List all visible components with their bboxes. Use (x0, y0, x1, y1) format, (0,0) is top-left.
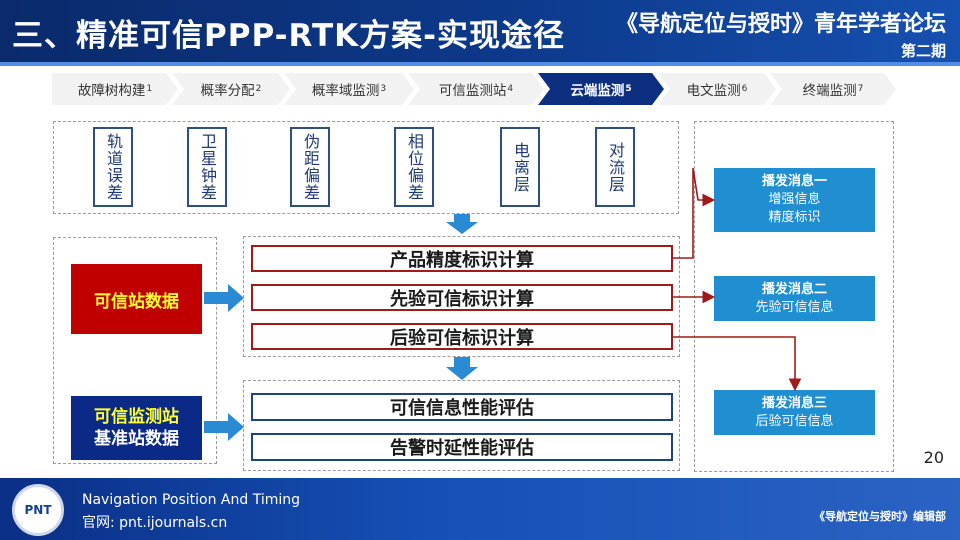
monitor-station-line2: 基准站数据 (94, 429, 179, 449)
forum-title: 《导航定位与授时》青年学者论坛 (615, 12, 946, 37)
header-bar: 三、精准可信PPP-RTK方案-实现途径 《导航定位与授时》青年学者论坛 第二期 (0, 0, 960, 66)
footer-website[interactable]: 官网: pnt.ijournals.cn (82, 515, 228, 531)
calc-prior-trust: 先验可信标识计算 (251, 284, 673, 311)
tab-index: 4 (507, 84, 514, 94)
tab-index: 7 (857, 84, 864, 94)
monitor-station-line1: 可信监测站 (94, 407, 179, 427)
message-line: 精度标识 (768, 210, 821, 225)
calc-posterior-trust: 后验可信标识计算 (251, 323, 673, 350)
broadcast-message-2: 播发消息二 先验可信信息 (714, 276, 875, 321)
message-line: 后验可信信息 (755, 413, 834, 429)
tab-label: 终端监测 (802, 83, 857, 99)
error-pseudorange-bias: 伪距偏差 (290, 127, 330, 207)
footer-editorial: 《导航定位与授时》编辑部 (814, 510, 946, 523)
tab-label: 可信监测站 (438, 83, 507, 99)
data-sources-frame (53, 237, 217, 464)
error-ionosphere: 电离层 (500, 127, 540, 207)
monitor-station-data: 可信监测站 基准站数据 (71, 396, 202, 460)
page-number: 20 (923, 448, 944, 467)
pnt-logo: PNT (12, 484, 64, 536)
error-orbit: 轨道误差 (93, 127, 133, 207)
message-line: 先验可信信息 (755, 299, 834, 315)
page-title: 三、精准可信PPP-RTK方案-实现途径 (12, 18, 565, 54)
period-label: 第二期 (900, 42, 946, 60)
tab-index: 3 (380, 84, 387, 94)
error-phase-bias: 相位偏差 (394, 127, 434, 207)
tab-index: 1 (146, 84, 153, 94)
header-stripe (0, 62, 960, 66)
arrow-down-icon (446, 214, 478, 234)
footer-bar: PNT Navigation Position And Timing 官网: p… (0, 478, 960, 540)
tab-label: 云端监测 (570, 83, 625, 99)
calc-product-accuracy: 产品精度标识计算 (251, 245, 673, 272)
arrow-down-icon (446, 357, 478, 380)
eval-alarm-latency: 告警时延性能评估 (251, 433, 673, 461)
error-satellite-clock: 卫星钟差 (187, 127, 227, 207)
tab-index: 5 (625, 84, 632, 94)
tab-label: 电文监测 (686, 83, 741, 99)
broadcast-message-1: 播发消息一 增强信息 精度标识 (714, 168, 875, 232)
message-line: 增强信息 (768, 192, 821, 207)
eval-trust-info: 可信信息性能评估 (251, 393, 673, 421)
tab-label: 故障树构建 (77, 83, 146, 99)
message-title: 播发消息二 (761, 281, 827, 297)
tab-index: 6 (741, 84, 748, 94)
tab-label: 概率分配 (200, 83, 255, 99)
tab-label: 概率域监测 (311, 83, 380, 99)
footer-journal-name: Navigation Position And Timing (82, 492, 301, 508)
message-title: 播发消息一 (761, 174, 827, 189)
error-troposphere: 对流层 (595, 127, 635, 207)
message-title: 播发消息三 (761, 395, 827, 411)
tab-index: 2 (255, 84, 262, 94)
broadcast-message-3: 播发消息三 后验可信信息 (714, 390, 875, 435)
trusted-station-data: 可信站数据 (71, 264, 202, 334)
error-sources-frame (53, 121, 679, 214)
